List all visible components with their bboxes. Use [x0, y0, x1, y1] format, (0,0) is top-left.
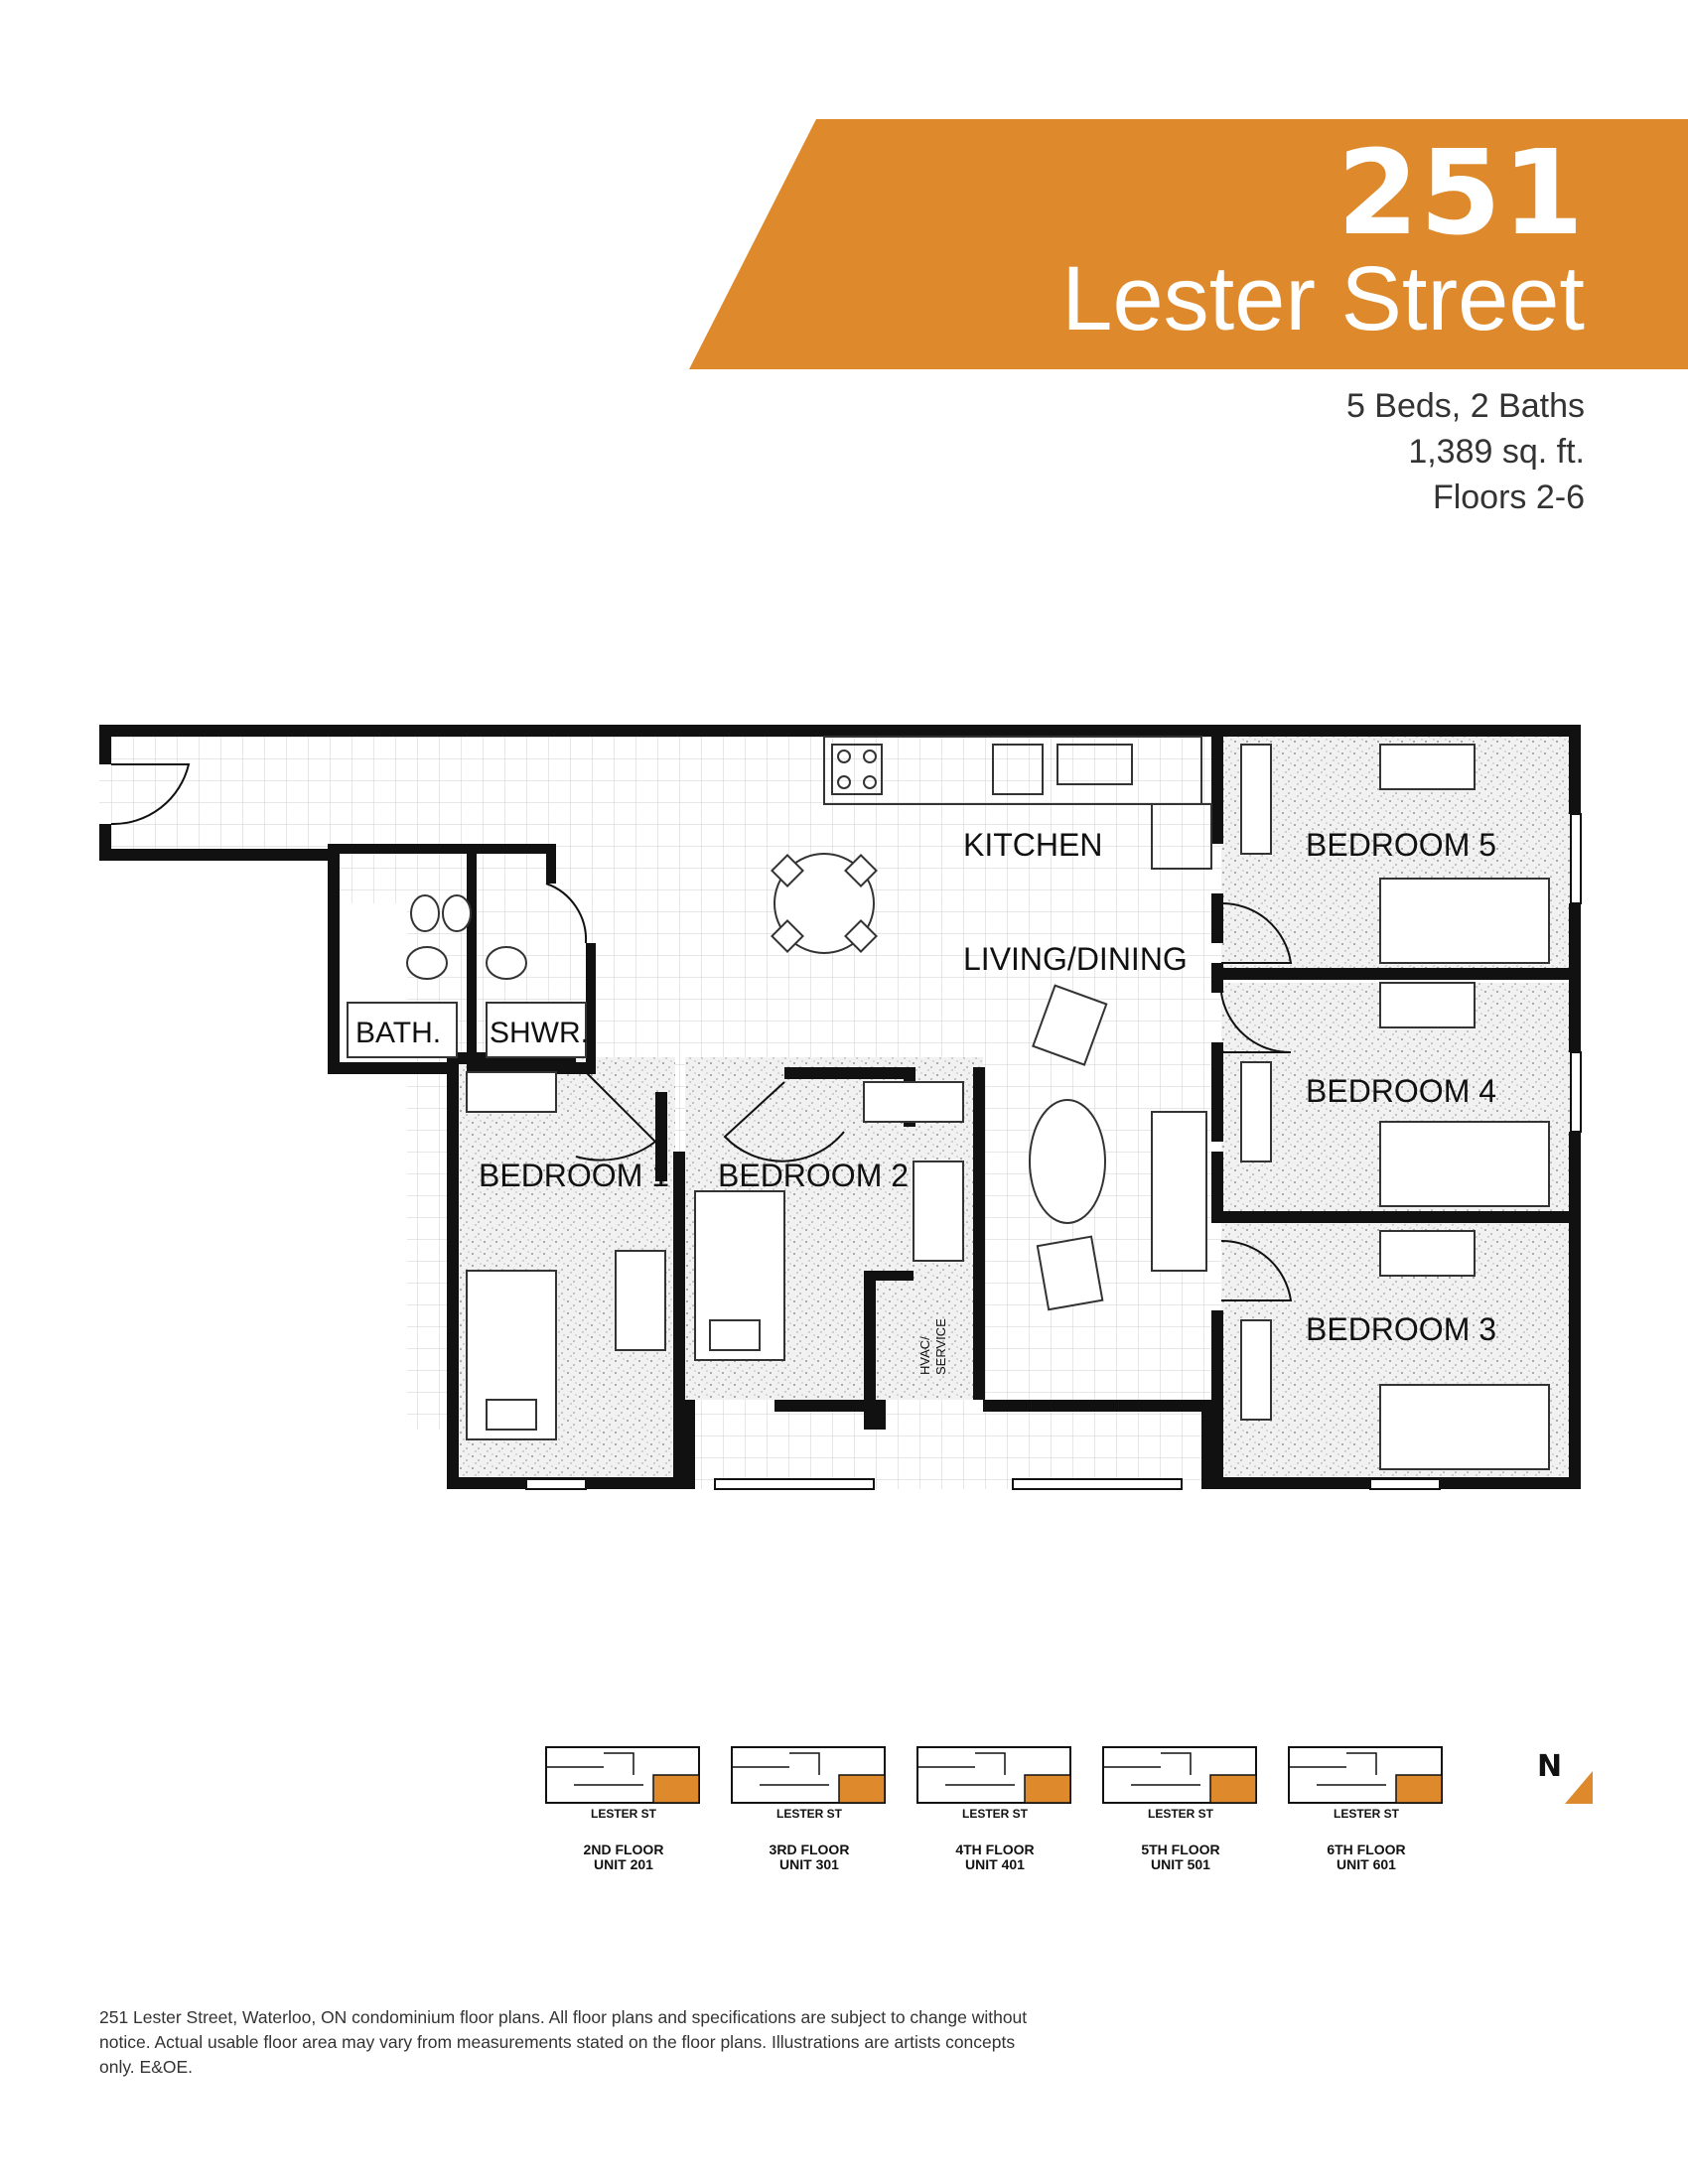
kitchen-fixtures [823, 736, 1212, 870]
key-plan-floor: 4TH FLOOR [955, 1842, 1035, 1857]
key-plan-unit: UNIT 301 [779, 1856, 839, 1872]
living-dining-label: LIVING/DINING [963, 941, 1188, 977]
bedroom-furniture [466, 744, 1550, 1470]
key-plan-floor: 6TH FLOOR [1327, 1842, 1406, 1857]
spec-beds-baths: 5 Beds, 2 Baths [1345, 387, 1585, 425]
key-plan-floor: 2ND FLOOR [583, 1842, 664, 1857]
bedroom-5-label: BEDROOM 5 [1306, 827, 1496, 863]
key-plan-map [1288, 1746, 1443, 1804]
bedroom-3-label: BEDROOM 3 [1306, 1311, 1496, 1347]
key-plan-map [731, 1746, 886, 1804]
north-arrow-icon [1565, 1771, 1593, 1804]
bedroom-2-label: BEDROOM 2 [718, 1158, 909, 1193]
dining-set [771, 853, 878, 954]
address-banner [689, 119, 1688, 369]
floor-plan: KITCHEN LIVING/DINING BEDROOM 5 BEDROOM … [99, 725, 1582, 1490]
bath-label: BATH. [355, 1017, 441, 1049]
banner-background [689, 119, 1688, 369]
kitchen-label: KITCHEN [963, 827, 1102, 863]
living-furniture [1029, 984, 1207, 1311]
key-plan-map [1102, 1746, 1257, 1804]
key-plan-3rd-floor: LESTER ST 3RD FLOOR UNIT 301 [730, 1745, 889, 1884]
bath-fixtures [347, 894, 587, 1058]
bedroom-1-label: BEDROOM 1 [479, 1158, 669, 1193]
key-plan-unit: UNIT 401 [965, 1856, 1025, 1872]
key-plan-map [916, 1746, 1071, 1804]
disclaimer: 251 Lester Street, Waterloo, ON condomin… [99, 2007, 1028, 2077]
key-plan-street: LESTER ST [1333, 1807, 1399, 1821]
address-street: Lester Street [1061, 248, 1585, 349]
key-plan-unit: UNIT 601 [1336, 1856, 1396, 1872]
key-plan-4th-floor: LESTER ST 4TH FLOOR UNIT 401 [915, 1745, 1074, 1884]
key-plan-street: LESTER ST [590, 1807, 656, 1821]
key-plan-map [545, 1746, 700, 1804]
spec-floors: Floors 2-6 [1432, 478, 1585, 516]
north-letter: N [1537, 1749, 1563, 1784]
key-plan-floor: 3RD FLOOR [769, 1842, 850, 1857]
key-plan-street: LESTER ST [961, 1807, 1028, 1821]
shower-label: SHWR. [490, 1017, 589, 1049]
doors [110, 763, 1293, 1301]
key-plan-6th-floor: LESTER ST 6TH FLOOR UNIT 601 [1287, 1745, 1446, 1884]
hvac-label-line-2: SERVICE [933, 1318, 948, 1375]
bedroom-4-label: BEDROOM 4 [1306, 1073, 1496, 1109]
address-number: 251 [1336, 124, 1585, 261]
key-plan-5th-floor: LESTER ST 5TH FLOOR UNIT 501 [1101, 1745, 1260, 1884]
hvac-label-line-1: HVAC/ [917, 1336, 932, 1375]
spec-area: 1,389 sq. ft. [1408, 433, 1585, 471]
key-plan-floor: 5TH FLOOR [1141, 1842, 1220, 1857]
north-arrow: N [1537, 1749, 1597, 1809]
windows [525, 813, 1582, 1490]
key-plan-street: LESTER ST [775, 1807, 842, 1821]
key-plan-unit: UNIT 501 [1151, 1856, 1210, 1872]
key-plan-unit: UNIT 201 [594, 1856, 653, 1872]
key-plan-street: LESTER ST [1147, 1807, 1213, 1821]
key-plan-2nd-floor: LESTER ST 2ND FLOOR UNIT 201 [544, 1745, 703, 1884]
